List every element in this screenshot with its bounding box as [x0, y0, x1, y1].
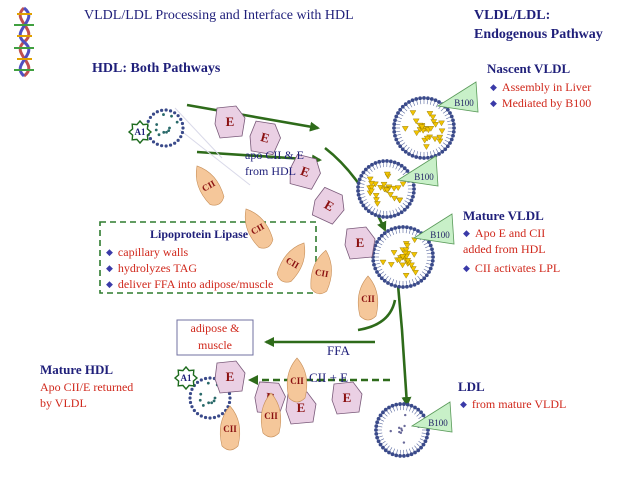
- apo-e-return-2: E: [285, 391, 317, 425]
- apolipoproteins: EEEEEEEEECIICIICIICIICIICIICIICII: [188, 105, 379, 451]
- apo-from-hdl-line2: from HDL: [245, 164, 296, 178]
- apo-cii-4: CII: [308, 248, 336, 296]
- apo-e-2: E: [245, 118, 285, 158]
- b100-tag-intermediate-label: B100: [414, 172, 434, 182]
- apo-cii-hdl-1-label: CII: [264, 411, 278, 421]
- lpl-box-border: [99, 221, 317, 294]
- apo-e-hdl: E: [214, 360, 246, 394]
- b100-tag-ldl-label: B100: [428, 418, 448, 428]
- nascent-vldl-heading: Nascent VLDL: [487, 61, 571, 76]
- apo-e-4: E: [307, 184, 351, 228]
- lpl-item-3: deliver FFA into adipose/muscle: [106, 277, 273, 292]
- apo-e-vldl-label: E: [356, 235, 365, 250]
- nascent-vldl-particle: [392, 96, 456, 160]
- apo-cii-vldl-label: CII: [361, 294, 375, 304]
- apo-e-hdl-label: E: [226, 369, 235, 384]
- apo-cii-hdl-1: CII: [260, 392, 282, 438]
- b100-tag-nascent: B100: [436, 81, 479, 113]
- lpl-heading: Lipoprotein Lipase: [150, 227, 249, 241]
- intermediate-vldl-particle: [356, 159, 416, 219]
- mature-hdl-line1: Apo CII/E returned: [40, 380, 134, 394]
- nascent-vldl-item-2: Mediated by B100: [490, 96, 591, 111]
- right-title-line1: VLDL/LDL:: [474, 8, 551, 23]
- a1-tag-mature-hdl-label: A1: [181, 373, 192, 383]
- apo-e-2-label: E: [259, 129, 271, 146]
- apo-e-return-3-label: E: [343, 390, 352, 405]
- adipose-line2: muscle: [198, 338, 232, 352]
- a1-tag-nascent-hdl: A1: [127, 119, 153, 145]
- apo-e-return-3: E: [331, 381, 363, 415]
- faint-lines: [174, 107, 251, 186]
- apo-e-3: E: [285, 151, 325, 193]
- apo-e-1-label: E: [226, 114, 235, 129]
- ldl-heading: LDL: [458, 379, 485, 394]
- lpl-item-2: hydrolyzes TAG: [106, 261, 197, 276]
- adipose-line1: adipose &: [190, 321, 240, 335]
- nascent-vldl-item-1: Assembly in Liver: [490, 80, 591, 95]
- hdl-heading: HDL: Both Pathways: [92, 61, 221, 76]
- apo-e-return-2-label: E: [297, 400, 306, 415]
- dna-helix-icon: [14, 6, 34, 78]
- mature-hdl-heading: Mature HDL: [40, 362, 114, 377]
- a1-tag-nascent-hdl-label: A1: [135, 127, 146, 137]
- apo-cii-hdl-2: CII: [219, 405, 241, 451]
- apo-cii-return-label: CII: [290, 376, 304, 386]
- apo-cii-4-label: CII: [314, 267, 330, 279]
- mature-vldl-item-1: Apo E and CII added from HDL: [463, 226, 573, 257]
- b100-tag-intermediate: B100: [396, 155, 439, 187]
- mature-vldl-particle: [371, 225, 435, 289]
- a1-tag-mature-hdl: A1: [173, 365, 199, 391]
- vldl-to-ffa-curve: [357, 299, 397, 332]
- ldl-item-1: from mature VLDL: [460, 397, 566, 412]
- lpl-item-1: capillary walls: [106, 245, 188, 260]
- b100-tag-mature: B100: [412, 213, 455, 245]
- mature-vldl-heading: Mature VLDL: [463, 208, 544, 223]
- apo-e-vldl: E: [344, 226, 376, 260]
- cii-e-label: CII + E: [309, 370, 349, 385]
- mature-hdl-line2: by VLDL: [40, 396, 87, 410]
- apo-cii-vldl: CII: [357, 275, 379, 321]
- ffa-label: FFA: [327, 343, 350, 358]
- mature-vldl-item-2: CII activates LPL: [463, 261, 560, 276]
- apo-cii-1: CII: [188, 160, 228, 210]
- vldl-to-ldl-arrow: [396, 284, 412, 407]
- apo-cii-3: CII: [273, 237, 313, 287]
- mature-vldl-item-1-text: Apo E and CII added from HDL: [463, 226, 546, 256]
- page-title: VLDL/LDL Processing and Interface with H…: [84, 8, 354, 23]
- apo-cii-hdl-2-label: CII: [223, 424, 237, 434]
- hdl-to-vldl-arrow-1: [186, 103, 320, 132]
- nascent-hdl-particle: [145, 108, 185, 148]
- apo-e-1: E: [214, 105, 246, 139]
- lipoprotein-particles: [356, 96, 456, 458]
- right-title-line2: Endogenous Pathway: [474, 27, 603, 42]
- apo-from-hdl-line1: apo CII & E: [245, 148, 304, 162]
- b100-tag-ldl: B100: [410, 401, 453, 433]
- apo-cii-return: CII: [286, 357, 308, 403]
- b100-tag-nascent-label: B100: [454, 98, 474, 108]
- adipose-box-border: [176, 319, 254, 356]
- ldl-particle: [374, 402, 430, 458]
- b100-tag-mature-label: B100: [430, 230, 450, 240]
- apo-cii-2: CII: [237, 203, 277, 253]
- hdl-particles: [145, 108, 232, 420]
